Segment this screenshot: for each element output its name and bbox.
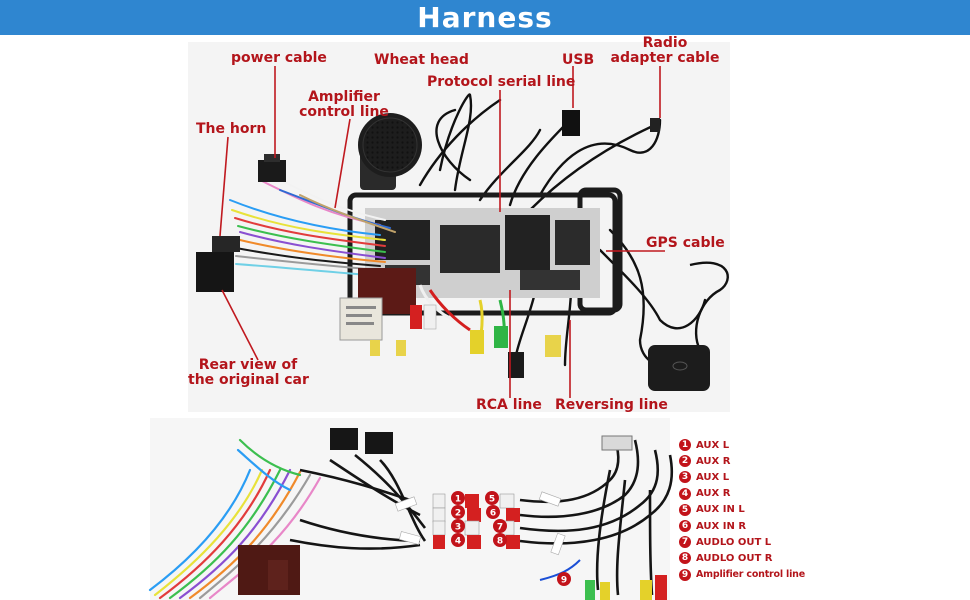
label-reversing-line: Reversing line (555, 397, 668, 413)
bottom-rca-pairs (432, 493, 520, 549)
amplifier-blue-wire (539, 559, 581, 581)
legend-text: AUX R (696, 455, 731, 467)
svg-text:5: 5 (489, 495, 495, 505)
photo-badge: 7 (493, 519, 507, 533)
horn-connectors (196, 236, 240, 292)
photo-badge: 6 (486, 505, 500, 519)
svg-text:3: 3 (455, 523, 461, 533)
legend-number-badge: 6 (679, 520, 691, 533)
legend-text: AUX R (696, 488, 731, 500)
legend-number-badge: 7 (679, 536, 691, 549)
gps-antenna (648, 261, 729, 391)
label-amplifier-line1: Amplifier (308, 89, 380, 105)
legend-number-badge: 8 (679, 552, 691, 565)
bottom-wire-bundle (148, 438, 322, 600)
label-radio-adapter-line1: Radio (642, 35, 688, 51)
bottom-harness-photo: 1 5 2 6 3 7 4 (148, 418, 674, 600)
label-rear-view: Rear view of the original car (188, 357, 309, 388)
legend-row: 4 AUX R (679, 486, 809, 502)
label-wheat-head: Wheat head (374, 52, 469, 68)
legend-text: AUDLO OUT L (696, 536, 772, 548)
legend-text: Amplifier control line (696, 569, 805, 581)
legend-row: 7 AUDLO OUT L (679, 534, 809, 550)
legend-row: 9 Amplifier control line (679, 567, 809, 583)
bottom-connector-2 (365, 432, 393, 454)
wire-tags (394, 491, 566, 556)
svg-text:8: 8 (497, 537, 503, 547)
label-gps-cable: GPS cable (646, 235, 725, 251)
legend-number-badge: 1 (679, 439, 691, 452)
photo-badge: 8 (493, 533, 507, 547)
label-rca-line: RCA line (476, 397, 542, 413)
top-pointer-lines (219, 66, 665, 398)
svg-text:7: 7 (497, 523, 503, 533)
rca-plugs (370, 284, 561, 378)
wheat-head-microphone (358, 113, 422, 190)
legend-row: 6 AUX IN R (679, 518, 809, 534)
radio-adapter-plug (650, 118, 660, 132)
label-amplifier-line2: control line (299, 104, 389, 120)
svg-text:6: 6 (490, 509, 496, 519)
legend-text: AUX L (696, 439, 730, 451)
label-amplifier-control-line: Amplifier control line (298, 90, 390, 120)
label-radio-adapter-cable: Radio adapter cable (610, 36, 720, 66)
bottom-black-cables (289, 439, 674, 596)
usb-plug (562, 110, 580, 136)
legend-row: 1 AUX L (679, 437, 809, 453)
label-rear-view-line2: the original car (188, 372, 309, 388)
legend-number-badge: 4 (679, 487, 691, 500)
page-title: Harness (417, 1, 553, 34)
legend-number-badge: 2 (679, 455, 691, 468)
label-the-horn: The horn (196, 121, 267, 137)
head-unit-frame (347, 187, 623, 316)
legend-text: AUDLO OUT R (696, 552, 773, 564)
legend-number-badge: 5 (679, 503, 691, 516)
label-power-cable: power cable (231, 50, 327, 66)
bottom-connector-1 (330, 428, 358, 450)
label-protocol-serial-line: Protocol serial line (427, 74, 576, 90)
photo-badge: 3 (451, 519, 465, 533)
label-radio-adapter-line2: adapter cable (610, 50, 720, 66)
label-rear-view-line1: Rear view of (198, 357, 298, 373)
power-cable-connector (258, 160, 286, 182)
protocol-box (339, 268, 416, 341)
legend-row: 5 AUX IN L (679, 502, 809, 518)
legend-text: AUX IN L (696, 504, 745, 516)
svg-text:4: 4 (455, 537, 461, 547)
top-harness-photo (188, 42, 730, 412)
legend-row: 3 AUX L (679, 469, 809, 485)
legend-row: 2 AUX R (679, 453, 809, 469)
svg-text:1: 1 (455, 495, 461, 505)
rca-legend: 1 AUX L 2 AUX R 3 AUX L 4 AUX R 5 AUX IN… (679, 437, 809, 583)
bottom-connector-white (601, 435, 633, 451)
photo-badge: 1 (451, 491, 465, 505)
bottom-right-plugs (585, 575, 667, 600)
legend-number-badge: 3 (679, 471, 691, 484)
photo-badge: 5 (485, 491, 499, 505)
svg-text:9: 9 (561, 576, 567, 586)
label-usb: USB (562, 52, 595, 68)
legend-text: AUX IN R (696, 520, 747, 532)
legend-row: 8 AUDLO OUT R (679, 550, 809, 566)
photo-badge: 2 (451, 505, 465, 519)
photo-number-badges: 1 5 2 6 3 7 4 (451, 491, 571, 586)
title-banner: Harness (0, 0, 970, 35)
svg-text:2: 2 (455, 509, 461, 519)
photo-badge: 4 (451, 533, 465, 547)
photo-badge: 9 (557, 572, 571, 586)
legend-number-badge: 9 (679, 568, 691, 581)
legend-text: AUX L (696, 471, 730, 483)
